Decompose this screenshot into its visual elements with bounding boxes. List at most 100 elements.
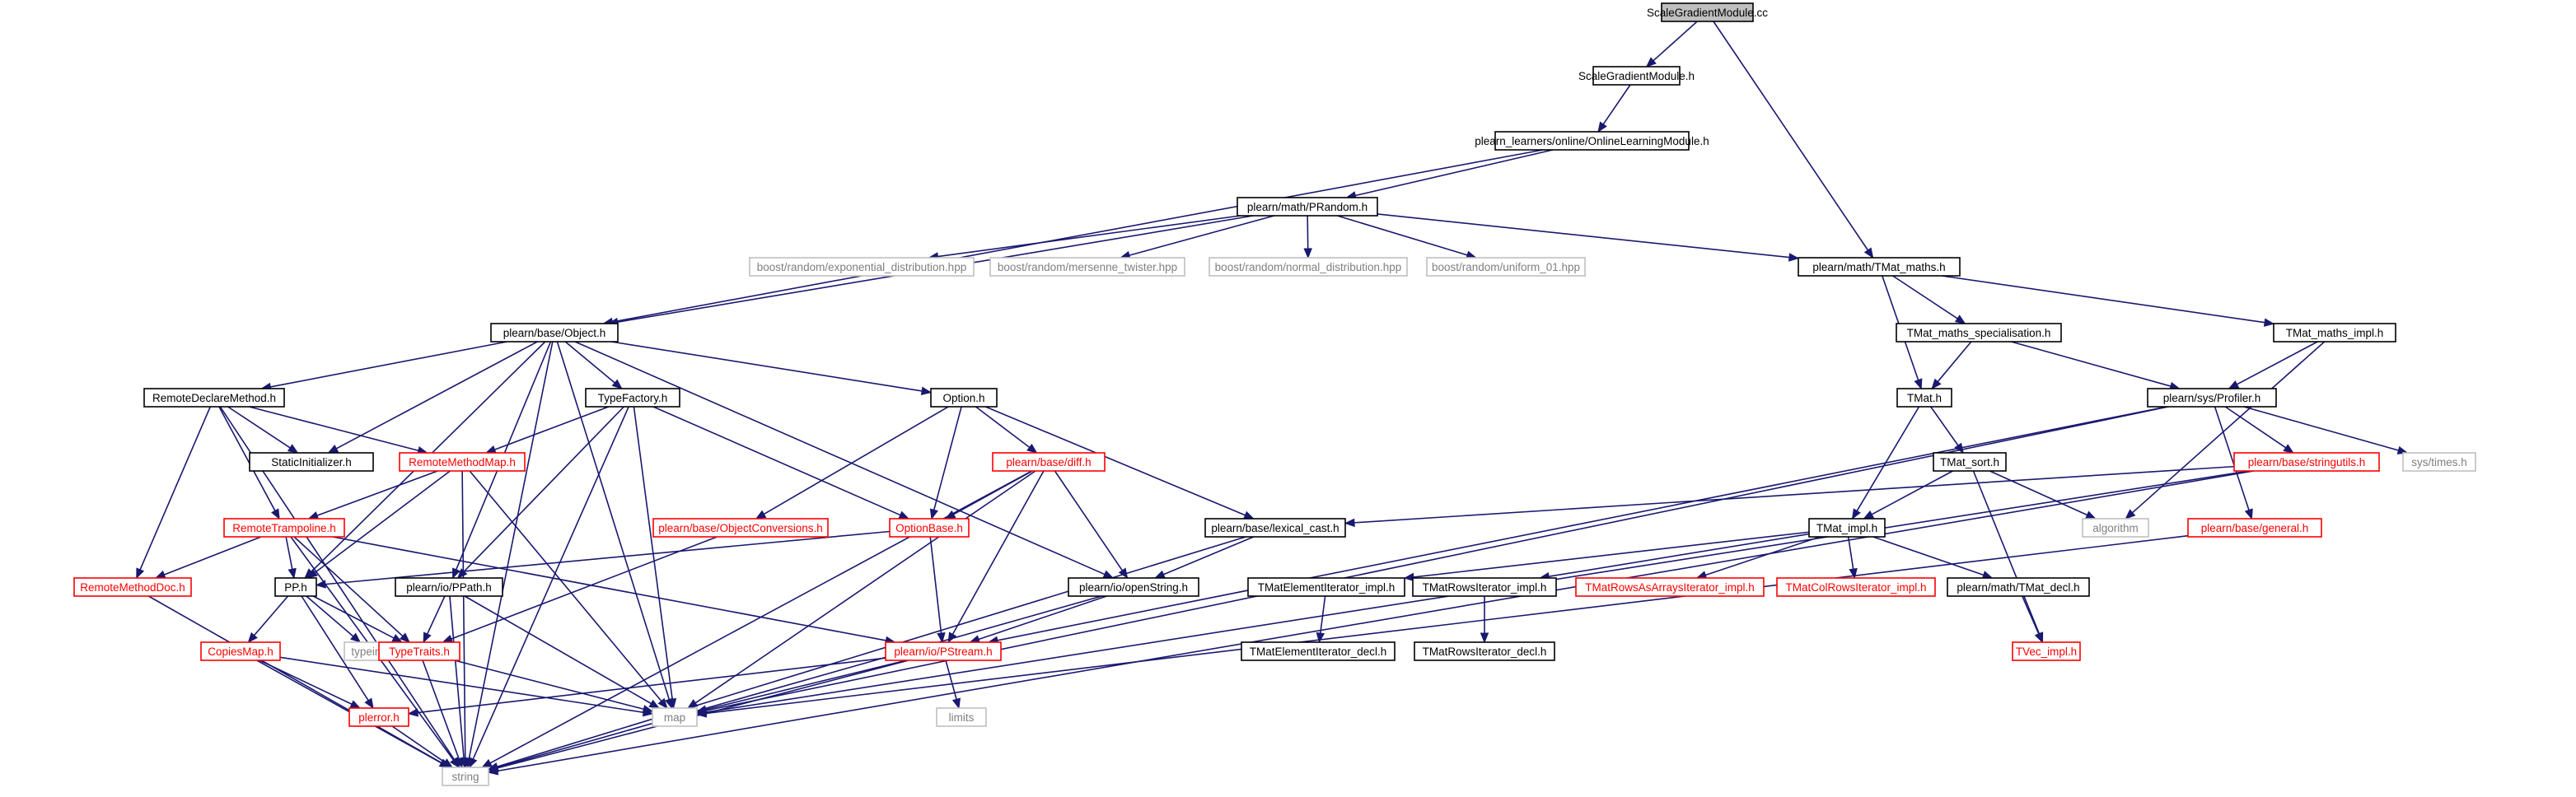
node-staticinit-h[interactable]: StaticInitializer.h: [249, 452, 374, 472]
edge-line: [316, 470, 438, 516]
node-box: [1204, 518, 1346, 538]
edge-lexical_cast_h-to-openstring_h: [1154, 536, 1255, 579]
node-rtramp-h[interactable]: RemoteTrampoline.h: [223, 518, 345, 538]
node-tmraai-impl-h[interactable]: TMatRowsAsArraysIterator_impl.h: [1575, 577, 1765, 597]
node-box: [1575, 577, 1765, 597]
edge-rdm_h-to-rtramp_h: [218, 406, 280, 520]
edge-sgm_h-to-olm_h: [1597, 84, 1631, 133]
node-box: [1414, 641, 1555, 661]
node-olm-h[interactable]: plearn_learners/online/OnlineLearningMod…: [1475, 131, 1709, 151]
node-label: plearn/io/PPath.h: [406, 581, 492, 594]
node-tmat-maths-h[interactable]: plearn/math/TMat_maths.h: [1798, 257, 1961, 277]
node-label: RemoteTrampoline.h: [232, 522, 336, 534]
edge-stringutils_h-to-lexical_cast_h: [1344, 465, 2235, 528]
node-typetraits-h[interactable]: TypeTraits.h: [378, 641, 461, 661]
arrow-head: [611, 379, 623, 389]
edge-pstream_h-to-map: [695, 660, 907, 714]
arrow-head: [136, 567, 145, 580]
node-openstring-h[interactable]: plearn/io/openString.h: [1068, 577, 1199, 597]
node-profiler-h[interactable]: plearn/sys/Profiler.h: [2147, 388, 2277, 408]
edge-line: [1307, 215, 1309, 249]
node-sgm-cc[interactable]: ScaleGradientModule.cc: [1647, 2, 1768, 22]
node-label: ScaleGradientModule.h: [1578, 70, 1695, 82]
edge-line: [314, 470, 451, 574]
edge-line: [325, 530, 891, 585]
node-tmcri-impl-h[interactable]: TMatColRowsIterator_impl.h: [1776, 577, 1936, 597]
node-tmri-impl-h[interactable]: TMatRowsIterator_impl.h: [1412, 577, 1557, 597]
edge-tmat_h-to-tmat_impl_h: [1851, 406, 1920, 520]
node-rmdoc-h[interactable]: RemoteMethodDoc.h: [73, 577, 192, 597]
node-box: [1933, 452, 2007, 472]
arrow-head: [442, 634, 454, 643]
edge-line: [1989, 470, 2087, 516]
edge-line: [705, 534, 2189, 715]
edge-line: [694, 470, 1036, 704]
node-label: TMat_impl.h: [1816, 522, 1877, 534]
node-label: Option.h: [942, 392, 984, 404]
node-object-h[interactable]: plearn/base/Object.h: [490, 323, 619, 343]
node-optionbase-h[interactable]: OptionBase.h: [889, 518, 970, 538]
node-tmat-maths-impl-h[interactable]: TMat_maths_impl.h: [2273, 323, 2396, 343]
node-label: plearn/base/lexical_cast.h: [1211, 522, 1339, 534]
node-tmri-decl-h[interactable]: TMatRowsIterator_decl.h: [1414, 641, 1555, 661]
node-general-h[interactable]: plearn/base/general.h: [2187, 518, 2322, 538]
node-b-norm: boost/random/normal_distribution.hpp: [1209, 257, 1408, 277]
node-box: [143, 388, 285, 408]
edge-object_h-to-staticinit_h: [327, 341, 538, 454]
edge-diff_h-to-openstring_h: [1054, 470, 1129, 580]
arrow-head: [2034, 632, 2043, 644]
node-box: [223, 518, 345, 538]
node-typefactory-h[interactable]: TypeFactory.h: [585, 388, 680, 408]
node-copiesmap-h[interactable]: CopiesMap.h: [200, 641, 281, 661]
node-box: [652, 707, 698, 727]
node-option-h[interactable]: Option.h: [930, 388, 998, 408]
node-pp-h[interactable]: PP.h: [274, 577, 317, 597]
node-tmei-decl-h[interactable]: TMatElementIterator_decl.h: [1241, 641, 1396, 661]
arrow-head: [154, 570, 166, 579]
edge-line: [1377, 213, 1790, 259]
edge-line: [951, 470, 1045, 635]
arrow-head: [667, 697, 677, 710]
arrow-head: [247, 632, 258, 644]
edge-line: [464, 595, 652, 705]
node-label: CopiesMap.h: [208, 646, 273, 658]
node-box: [2402, 452, 2476, 472]
node-tmat-decl-h[interactable]: plearn/math/TMat_decl.h: [1947, 577, 2090, 597]
node-lexical-cast-h[interactable]: plearn/base/lexical_cast.h: [1204, 518, 1346, 538]
node-rmm-h[interactable]: RemoteMethodMap.h: [399, 452, 526, 472]
arrow-head: [1303, 248, 1312, 259]
edge-line: [1972, 470, 2041, 635]
node-prandom-h[interactable]: plearn/math/PRandom.h: [1237, 197, 1378, 217]
edge-typefactory_h-to-string: [469, 406, 629, 769]
edge-line: [1713, 21, 1869, 251]
edge-line: [705, 660, 907, 711]
node-tmat-sort-h[interactable]: TMat_sort.h: [1933, 452, 2007, 472]
edge-lexical_cast_h-to-string: [487, 536, 1246, 771]
edge-openstring_h-to-pstream_h: [969, 595, 1107, 644]
node-box: [936, 707, 987, 727]
node-diff-h[interactable]: plearn/base/diff.h: [992, 452, 1106, 472]
node-tvec-impl-h[interactable]: TVec_impl.h: [2012, 641, 2081, 661]
node-pstream-h[interactable]: plearn/io/PStream.h: [885, 641, 1002, 661]
node-ppath-h[interactable]: plearn/io/PPath.h: [395, 577, 503, 597]
edge-olm_h-to-prandom_h: [1345, 149, 1554, 200]
node-perror-h[interactable]: plerror.h: [348, 707, 409, 727]
node-sgm-h[interactable]: ScaleGradientModule.h: [1578, 66, 1695, 86]
arrow-head: [1102, 570, 1115, 579]
node-label: TVec_impl.h: [2016, 646, 2077, 658]
edge-line: [227, 406, 291, 449]
edge-line: [469, 470, 662, 702]
edge-line: [2224, 406, 2287, 449]
node-tmat-h[interactable]: TMat.h: [1896, 388, 1952, 408]
node-tmat-spec-h[interactable]: TMat_maths_specialisation.h: [1896, 323, 2062, 343]
node-objconv-h[interactable]: plearn/base/ObjectConversions.h: [652, 518, 829, 538]
edge-line: [763, 406, 949, 515]
arrow-head: [1243, 510, 1255, 520]
edge-tmri_impl_h-to-tmri_decl_h: [1480, 596, 1489, 644]
node-tmat-impl-h[interactable]: TMat_impl.h: [1808, 518, 1886, 538]
node-rdm-h[interactable]: RemoteDeclareMethod.h: [143, 388, 285, 408]
edge-tmat_impl_h-to-tmei_impl_h: [1403, 531, 1810, 582]
node-box: [885, 641, 1002, 661]
node-stringutils-h[interactable]: plearn/base/stringutils.h: [2233, 452, 2380, 472]
node-tmei-impl-h[interactable]: TMatElementIterator_impl.h: [1247, 577, 1405, 597]
